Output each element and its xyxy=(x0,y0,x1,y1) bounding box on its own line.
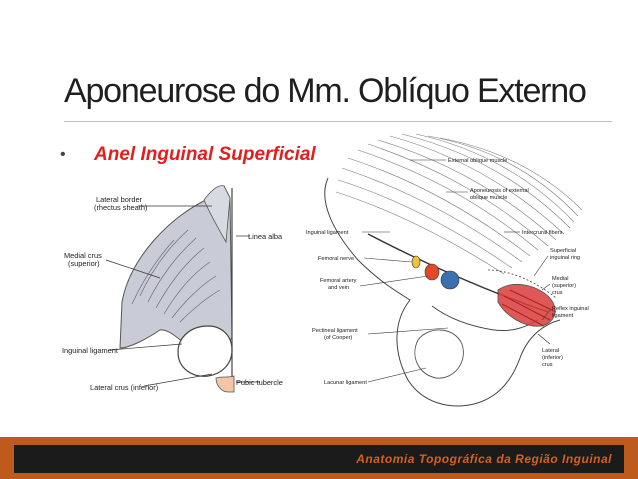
label-femoral-nerve: Femoral nerve xyxy=(318,256,354,262)
intercrural-fibers-shape xyxy=(487,269,557,299)
label-lacunar: Lacunar ligament xyxy=(324,380,367,386)
label-pectineal-line-1: Pectineal ligament xyxy=(312,328,358,334)
label-medial-crus-right-line-2: (superior) xyxy=(552,283,576,289)
slide-title: Aponeurose do Mm. Oblíquo Externo xyxy=(64,72,587,110)
pubic-tubercle-shape xyxy=(215,375,235,393)
label-medial-crus: Medial crus (superior) xyxy=(64,251,104,268)
label-femoral-artery-line-1: Femoral artery xyxy=(320,278,357,284)
label-medial-crus-right-line-1: Medial xyxy=(552,276,568,282)
femoral-artery-shape xyxy=(424,263,440,281)
footer-text: Anatomia Topográfica da Região Inguinal xyxy=(356,452,612,466)
label-aponeurosis-line-2: oblique muscle xyxy=(470,195,507,201)
bullet-marker: • xyxy=(60,146,66,163)
label-pectineal: Pectineal ligament (of Cooper) xyxy=(312,328,359,341)
label-lateral-border-line-1: Lateral border xyxy=(96,195,143,204)
label-lateral-crus-right: Lateral (inferior) crus xyxy=(542,348,564,368)
label-lateral-border: Lateral border (rhectus sheath) xyxy=(94,195,147,212)
bullet-heading: Anel Inguinal Superficial xyxy=(94,144,316,165)
label-aponeurosis-line-1: Aponeurosis of external xyxy=(470,188,529,194)
spermatic-cord-shape xyxy=(497,283,556,327)
femoral-vein-shape xyxy=(440,270,460,290)
label-femoral-artery: Femoral artery and vein xyxy=(320,278,358,291)
right-leader-lines xyxy=(359,159,551,383)
label-reflex: Reflex inguinal ligament xyxy=(552,306,590,319)
hip-bone-outline xyxy=(324,177,561,407)
title-divider xyxy=(64,121,612,122)
femoral-nerve-shape xyxy=(411,255,421,269)
right-anatomy-figure: External oblique muscle Aponeurosis of e… xyxy=(306,133,590,407)
label-inguinal-ligament-right: Inguinal ligament xyxy=(306,230,349,236)
label-medial-crus-right-line-3: crus xyxy=(552,290,563,296)
label-medial-crus-line-2: (superior) xyxy=(68,259,100,268)
label-external-oblique: External oblique muscle xyxy=(448,158,507,164)
label-medial-crus-line-1: Medial crus xyxy=(64,251,102,260)
lateral-border-region xyxy=(203,185,231,244)
aponeurosis-fibers xyxy=(131,229,221,323)
label-lateral-crus: Lateral crus (inferior) xyxy=(90,383,158,392)
label-superficial-ring-line-2: inguinal ring xyxy=(550,255,580,261)
footer-bar xyxy=(14,445,624,473)
left-leader-lines xyxy=(105,205,260,387)
label-superficial-ring: Superficial inguinal ring xyxy=(550,248,580,261)
superficial-ring-opening xyxy=(177,325,233,377)
label-pubic-tubercle: Pubic tubercle xyxy=(236,378,283,387)
label-lateral-border-line-2: (rhectus sheath) xyxy=(94,203,147,212)
label-aponeurosis: Aponeurosis of external oblique muscle xyxy=(470,188,530,201)
label-superficial-ring-line-1: Superficial xyxy=(550,248,576,254)
label-medial-crus-right: Medial (superior) crus xyxy=(552,276,578,296)
external-oblique-muscle-lines xyxy=(335,133,583,275)
cord-arrows xyxy=(501,289,557,327)
label-linea-alba: Linea alba xyxy=(248,232,283,241)
label-inguinal-ligament: Inguinal ligament xyxy=(62,346,118,355)
label-lateral-crus-right-line-2: (inferior) xyxy=(542,355,563,361)
label-lateral-crus-right-line-3: crus xyxy=(542,362,553,368)
label-lateral-crus-right-line-1: Lateral xyxy=(542,348,559,354)
label-intercrural: Intercrural fibers xyxy=(522,230,563,236)
label-reflex-line-1: Reflex inguinal xyxy=(552,306,589,312)
label-femoral-artery-line-2: and vein xyxy=(328,285,349,291)
pubic-bone-outline xyxy=(431,305,539,331)
label-reflex-line-2: ligament xyxy=(552,313,574,319)
obturator-outline xyxy=(414,329,464,379)
left-anatomy-figure: Lateral border (rhectus sheath) Linea al… xyxy=(62,185,283,393)
label-pectineal-line-2: (of Cooper) xyxy=(324,335,352,341)
